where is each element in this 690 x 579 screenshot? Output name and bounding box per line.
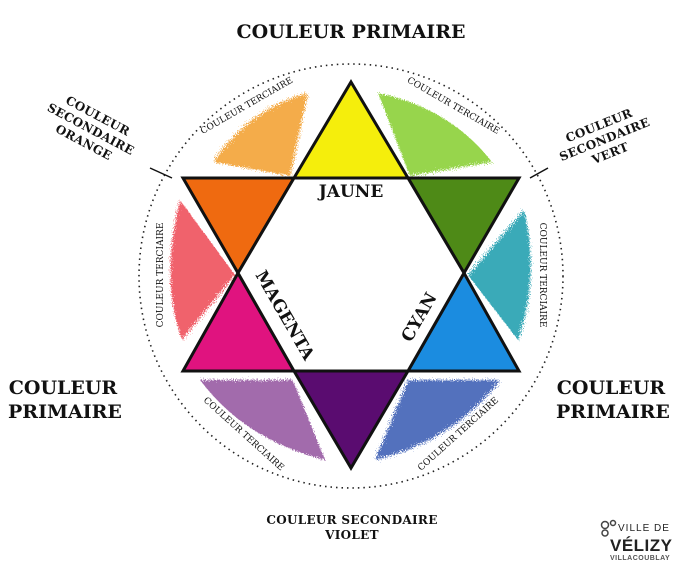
logo-villacoublay: VILLACOUBLAY: [610, 555, 671, 562]
logo-velizy: VÉLIZY: [610, 536, 673, 555]
label-sec-violet-line2: VIOLET: [325, 528, 379, 542]
label-sec-violet-line1: COULEUR SECONDAIRE: [266, 513, 438, 527]
pointer-orange: [149, 167, 173, 179]
tertiary-segment-violet-cyan: [375, 380, 500, 460]
label-left-primary-line2: PRIMAIRE: [8, 401, 122, 423]
label-top-primary: COULEUR PRIMAIRE: [236, 21, 466, 43]
tertiary-segment-yellow-green: [378, 93, 492, 176]
tertiary-segment-yellow-orange: [213, 93, 308, 176]
label-sec-violet: COULEUR SECONDAIRE VIOLET: [260, 513, 444, 543]
label-left-primary-line1: COULEUR: [8, 377, 118, 399]
label-right-primary-line1: COULEUR: [556, 377, 666, 399]
tertiary-segment-orange-magenta: [170, 200, 235, 340]
logo-ville-de: VILLE DE: [618, 523, 670, 534]
label-tertiaire-left: COULEUR TERCIAIRE: [156, 223, 166, 328]
logo-dots-icon: [600, 519, 617, 537]
center-hexagon: [236, 176, 466, 373]
tertiary-segment-magenta-violet: [200, 380, 325, 460]
pointer-vert: [529, 167, 549, 179]
label-tertiaire-right: COULEUR TERCIAIRE: [537, 223, 547, 328]
label-right-primary-line2: PRIMAIRE: [556, 401, 670, 423]
tertiary-segment-green-cyan: [468, 210, 531, 340]
velizy-logo: VILLE DE VÉLIZY VILLACOUBLAY: [598, 519, 686, 569]
dotted-outer-ring: [138, 63, 564, 489]
label-left-primary: COULEUR PRIMAIRE: [8, 376, 122, 424]
label-jaune: JAUNE: [317, 182, 384, 202]
label-right-primary: COULEUR PRIMAIRE: [556, 376, 670, 424]
